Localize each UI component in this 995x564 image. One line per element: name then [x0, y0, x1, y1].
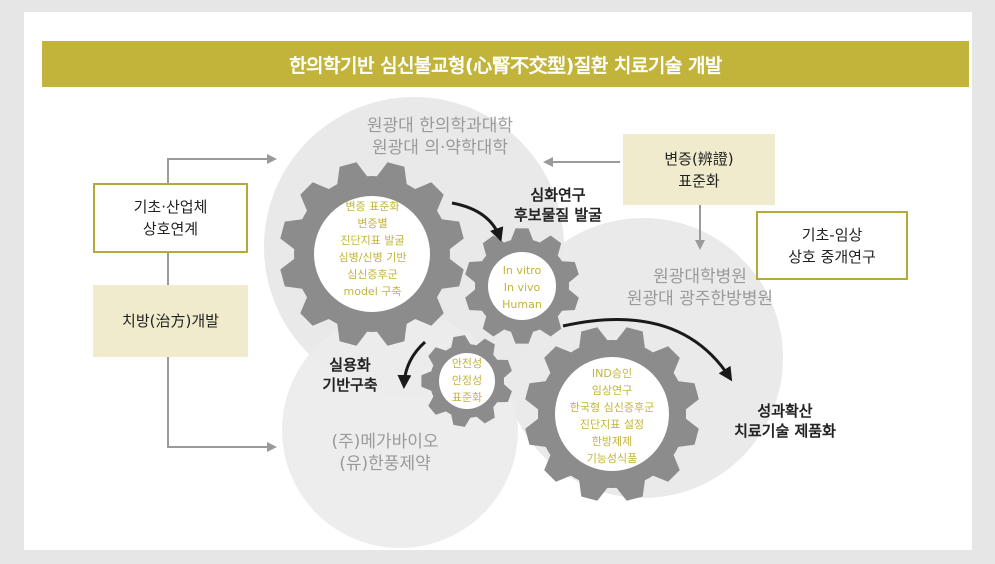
gear1-line5: 심신증후군 [347, 268, 398, 282]
gear4-line4: 진단지표 설정 [579, 418, 645, 432]
arrow-to-commercial [562, 318, 733, 382]
box-translational: 기초-임상 상호 중개연구 [756, 211, 908, 280]
gear1-line2: 변증별 [357, 217, 388, 231]
annotation-commercialization-line2: 치료기술 제품화 [734, 421, 836, 440]
circle-company-label: (주)메가바이오 (유)한풍제약 [300, 431, 470, 475]
circle-hospital-label: 원광대학병원 원광대 광주한방병원 [590, 266, 810, 310]
gear1-line6: model 구축 [343, 285, 402, 299]
gear4-line5: 한방제제 [591, 435, 633, 449]
gear-standardization-text: 변증 표준화 변증별 진단지표 발굴 심병/신병 기반 심신증후군 model … [320, 198, 425, 300]
gear4-line2: 임상연구 [591, 384, 633, 398]
annotation-deep-research-line1: 심화연구 [530, 186, 586, 204]
gear-models-hub [488, 252, 556, 320]
annotation-practical-line2: 기반구축 [322, 375, 378, 394]
gear2-line2: In vivo [503, 281, 541, 295]
box-pattern-standard-line1: 변증(辨證) [664, 149, 734, 168]
gear-standardization-hub [314, 196, 430, 312]
gear3-line2: 안정성 [451, 374, 483, 388]
annotation-practical-line1: 실용화 [329, 356, 371, 374]
circle-company-line1: (주)메가바이오 [331, 432, 439, 452]
circle-hospital-line1: 원광대학병원 [653, 267, 747, 287]
arrow-to-research [451, 201, 504, 242]
box-translational-line2: 상호 중개연구 [788, 247, 876, 266]
annotation-deep-research: 심화연구 후보물질 발굴 [493, 186, 623, 225]
annotation-commercialization-line1: 성과확산 [757, 402, 813, 420]
circle-university-line2: 원광대 의·약학대학 [372, 138, 508, 159]
circle-hospital-line2: 원광대 광주한방병원 [626, 289, 774, 310]
annotation-practical: 실용화 기반구축 [300, 356, 400, 395]
arrow-to-practical [397, 340, 427, 389]
gear4-line6: 기능성식품 [586, 452, 638, 466]
annotation-commercialization: 성과확산 치료기술 제품화 [710, 402, 860, 441]
annotation-deep-research-line2: 후보물질 발굴 [513, 205, 603, 224]
gear-safety-text: 안전성 안정성 표준화 [432, 355, 502, 406]
gear1-line4: 심병/신병 기반 [338, 251, 407, 265]
gear-group [280, 162, 699, 501]
gear2-line3: Human [502, 298, 542, 312]
circle-university-line1: 원광대 한의학과대학 [366, 116, 514, 136]
box-prescription-dev-label: 치방(治方)개발 [122, 312, 219, 330]
gear-safety-hub [439, 353, 495, 409]
box-translational-line1: 기초-임상 [801, 225, 863, 244]
gear-clinical-text: IND승인 임상연구 한국형 심신증후군 진단지표 설정 한방제제 기능성식품 [552, 365, 672, 467]
gear4-line1: IND승인 [591, 367, 633, 380]
gear4-line3: 한국형 심신증후군 [569, 401, 655, 415]
page-title: 한의학기반 심신불교형(心腎不交型)질환 치료기술 개발 [42, 41, 969, 87]
gear1-line3: 진단지표 발굴 [340, 234, 405, 248]
box-industry-link: 기초·산업체 상호연계 [93, 183, 248, 253]
gear-clinical-hub [555, 357, 669, 471]
gear3-line3: 표준화 [451, 391, 483, 405]
gear1-line1: 변증 표준화 [345, 200, 400, 213]
gear3-line1: 안전성 [451, 357, 483, 370]
box-prescription-dev: 치방(治方)개발 [93, 285, 248, 357]
connector-left-bottom [167, 357, 277, 452]
connector-left-top [167, 154, 277, 183]
box-industry-link-line1: 기초·산업체 [133, 198, 208, 216]
box-industry-link-line2: 상호연계 [142, 220, 199, 238]
circle-company-line2: (유)한풍제약 [339, 454, 431, 475]
gear2-line1: In vitro [502, 264, 542, 277]
circle-university-label: 원광대 한의학과대학 원광대 의·약학대학 [330, 115, 550, 159]
box-pattern-standard: 변증(辨證) 표준화 [623, 134, 775, 205]
box-pattern-standard-line2: 표준화 [678, 171, 720, 190]
gear-models-text: In vitro In vivo Human [482, 262, 562, 313]
